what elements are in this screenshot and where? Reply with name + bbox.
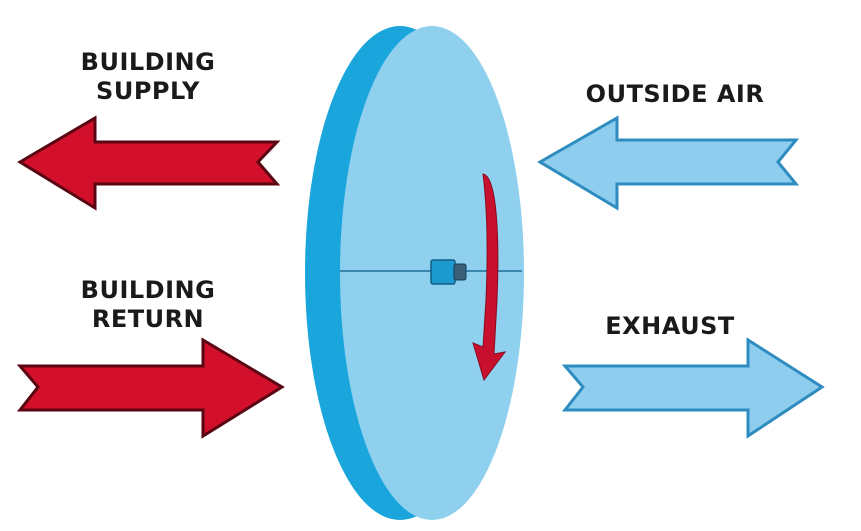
outside-air-arrow [537, 115, 800, 211]
motor-hub-cap-icon [453, 263, 467, 281]
building-supply-label: BUILDING SUPPLY [58, 48, 238, 106]
building-supply-label-line2: SUPPLY [96, 77, 200, 105]
exhaust-arrow [561, 337, 825, 439]
building-return-arrow [16, 337, 285, 439]
exhaust-label-text: EXHAUST [605, 312, 735, 340]
building-return-label-line2: RETURN [91, 305, 205, 333]
motor-hub-icon [430, 259, 456, 285]
rotation-arrow-icon [472, 173, 507, 382]
building-return-label-line1: BUILDING [80, 276, 216, 304]
outside-air-label: OUTSIDE AIR [560, 80, 790, 109]
building-supply-arrow [17, 115, 281, 211]
outside-air-label-text: OUTSIDE AIR [585, 80, 765, 108]
exhaust-label: EXHAUST [585, 312, 755, 341]
building-return-label: BUILDING RETURN [58, 276, 238, 334]
building-supply-label-line1: BUILDING [80, 48, 216, 76]
